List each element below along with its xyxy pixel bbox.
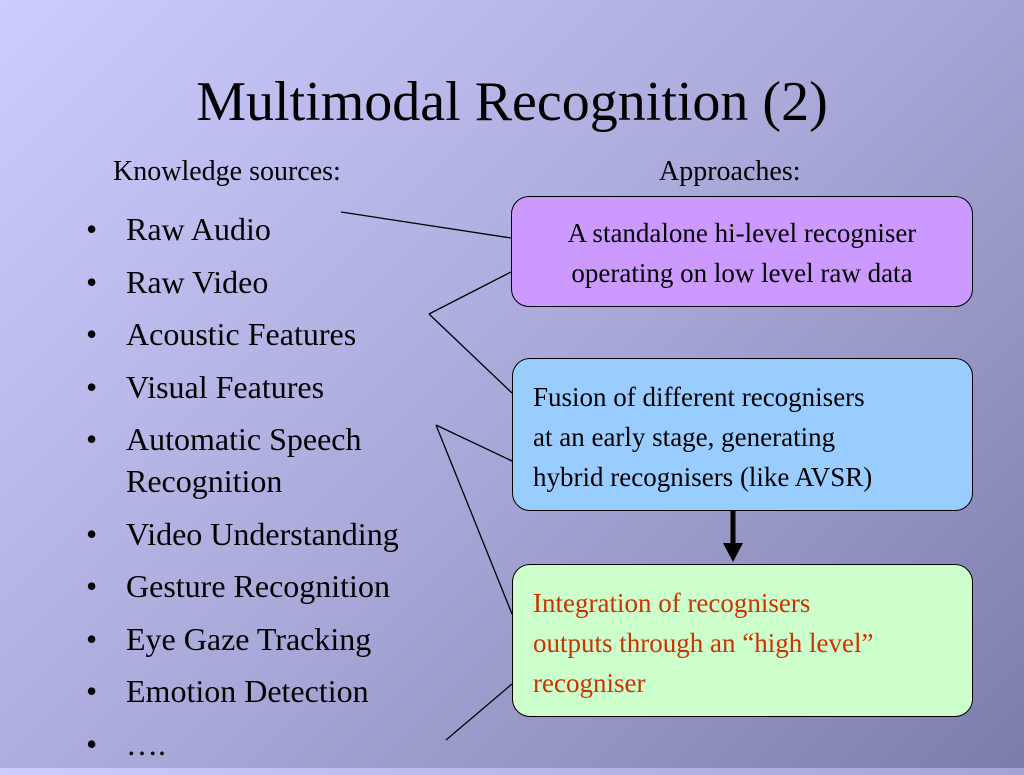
fusion-to-integration-arrow-head xyxy=(723,543,743,562)
source-item-eye-gaze-tracking: • Eye Gaze Tracking xyxy=(86,618,486,660)
source-label: Gesture Recognition xyxy=(126,568,390,604)
source-label: Automatic Speech xyxy=(126,421,362,457)
slide-title: Multimodal Recognition (2) xyxy=(196,71,828,133)
bullet-icon: • xyxy=(86,368,98,405)
source-label: Emotion Detection xyxy=(126,673,369,709)
source-item-gesture-recognition: • Gesture Recognition xyxy=(86,565,486,607)
bullet-icon: • xyxy=(86,421,98,457)
source-item-video-understanding: • Video Understanding xyxy=(86,513,486,555)
source-label: Visual Features xyxy=(126,368,325,405)
source-item-acoustic-features: • Acoustic Features xyxy=(86,313,486,355)
source-label-continued: Recognition xyxy=(126,463,283,499)
bullet-icon: • xyxy=(86,673,98,709)
source-item-visual-features: • Visual Features xyxy=(86,366,486,408)
source-item-raw-audio: • Raw Audio xyxy=(86,208,486,250)
approach-fusion-box: Fusion of different recognisers at an ea… xyxy=(512,358,973,511)
approach-fusion-line: at an early stage, generating xyxy=(533,422,836,452)
approach-standalone-line: operating on low level raw data xyxy=(571,258,913,288)
approaches-heading: Approaches: xyxy=(659,156,801,187)
bullet-icon: • xyxy=(86,263,98,300)
source-item-emotion-detection: • Emotion Detection xyxy=(86,670,486,712)
source-label: …. xyxy=(126,725,166,762)
bullet-icon: • xyxy=(86,211,98,247)
approach-standalone-line: A standalone hi-level recogniser xyxy=(567,218,917,248)
source-item-ellipsis: • …. xyxy=(86,723,486,765)
bullet-icon: • xyxy=(86,725,98,762)
approach-integration-line: Integration of recognisers xyxy=(533,588,811,618)
source-label: Raw Audio xyxy=(126,211,271,247)
source-item-asr: • Automatic Speech Recognition xyxy=(86,418,486,502)
knowledge-sources-heading: Knowledge sources: xyxy=(113,156,341,187)
source-label: Acoustic Features xyxy=(126,316,357,352)
bullet-icon: • xyxy=(86,568,98,604)
approach-integration-box: Integration of recognisers outputs throu… xyxy=(512,564,973,717)
knowledge-sources-list: • Raw Audio • Raw Video • Acoustic Featu… xyxy=(86,208,486,775)
bullet-icon: • xyxy=(86,620,98,657)
approach-integration-line: outputs through an “high level” xyxy=(533,628,874,658)
approach-fusion-line: hybrid recognisers (like AVSR) xyxy=(533,462,873,492)
approach-fusion-line: Fusion of different recognisers xyxy=(533,382,865,412)
source-label: Video Understanding xyxy=(126,515,399,552)
source-label: Eye Gaze Tracking xyxy=(126,620,372,657)
approach-standalone-box: A standalone hi-level recogniser operati… xyxy=(511,196,973,307)
bullet-icon: • xyxy=(86,515,98,552)
source-item-raw-video: • Raw Video xyxy=(86,261,486,303)
approach-integration-line: recogniser xyxy=(533,668,646,698)
source-label: Raw Video xyxy=(126,263,269,300)
bullet-icon: • xyxy=(86,316,98,352)
